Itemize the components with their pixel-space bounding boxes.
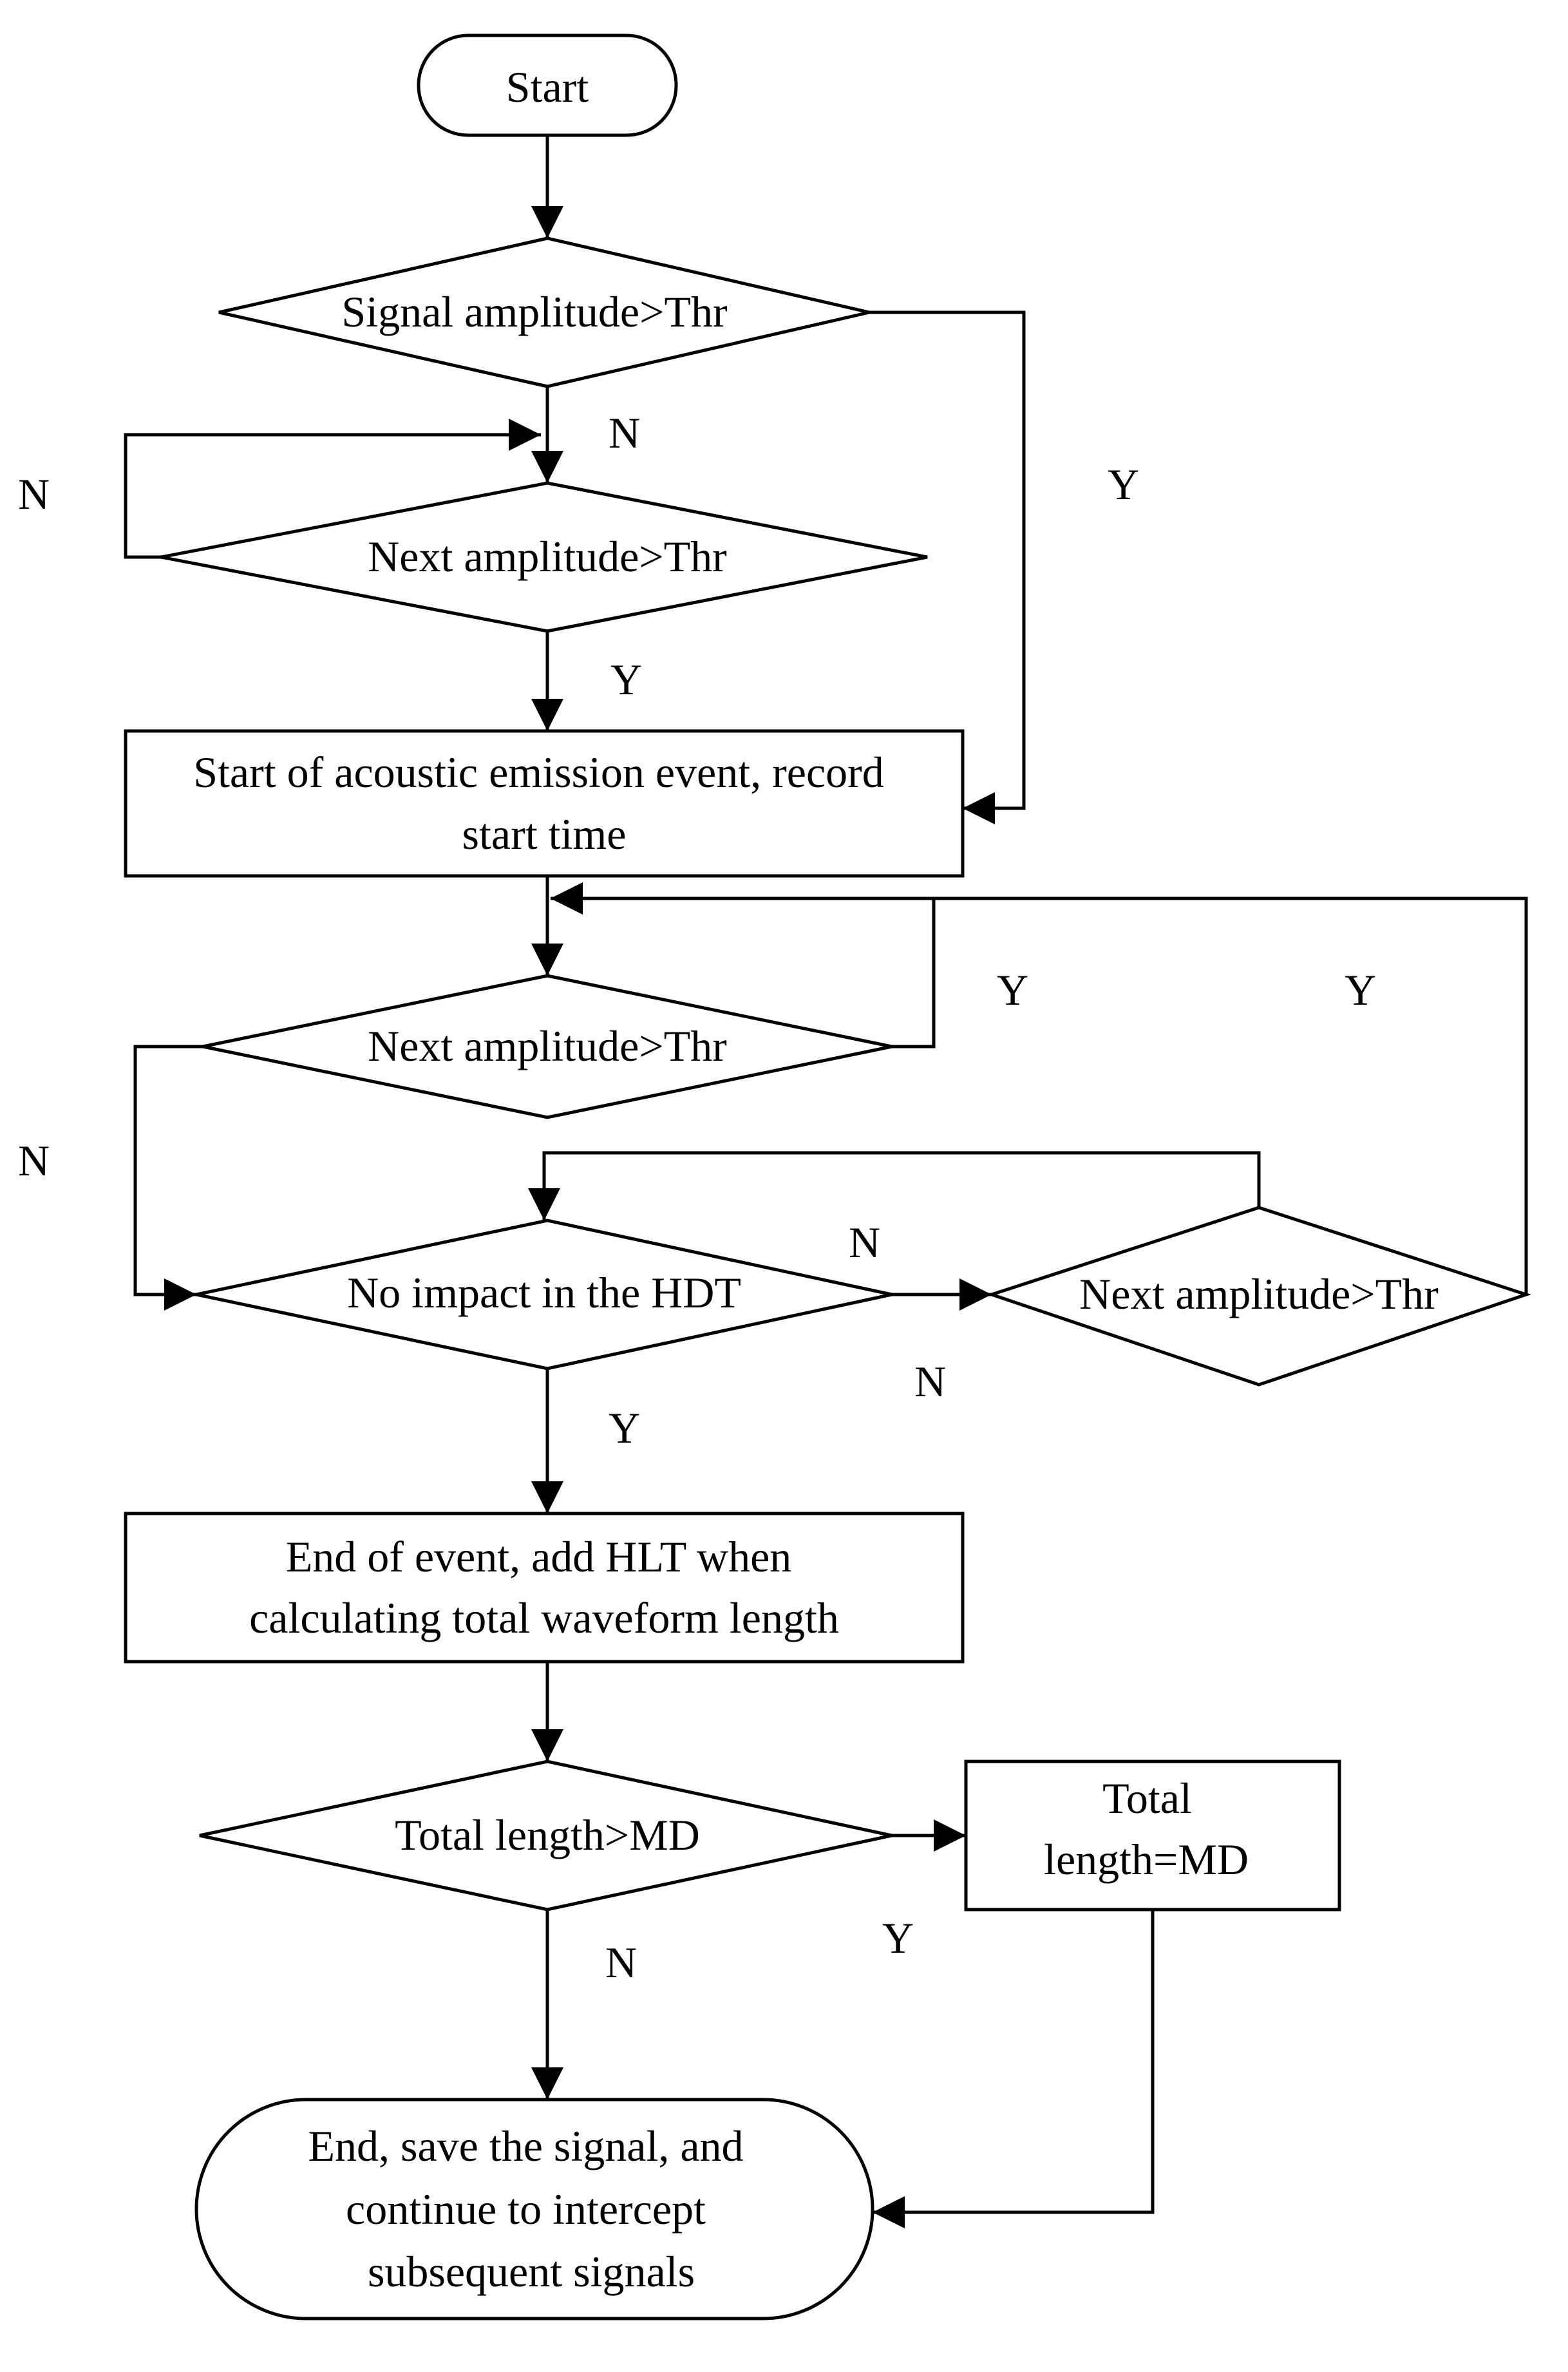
- label-signal-yes: Y: [1108, 460, 1139, 509]
- label-noimpact-no: N: [849, 1218, 880, 1267]
- decision-next-amplitude-1-label: Next amplitude>Thr: [368, 532, 727, 581]
- edge-next2-no: [133, 1045, 203, 1311]
- decision-no-impact-hdt: No impact in the HDT: [196, 1219, 893, 1371]
- decision-signal-amplitude-label: Signal amplitude>Thr: [341, 287, 728, 336]
- process-event-start-label: Start of acoustic emission event, record…: [193, 748, 895, 859]
- label-next1-yes: Y: [610, 655, 642, 704]
- process-event-end-label: End of event, add HLT when calculating t…: [249, 1532, 839, 1642]
- end-label: End, save the signal, and continue to in…: [308, 2121, 754, 2296]
- edge-next3-loop: [551, 882, 1528, 1295]
- label-next2-no: N: [18, 1136, 50, 1185]
- decision-next-amplitude-2-label: Next amplitude>Thr: [368, 1021, 727, 1070]
- decision-total-length-label: Total length>MD: [395, 1810, 700, 1859]
- process-event-start: Start of acoustic emission event, record…: [124, 729, 965, 878]
- label-noimpact-yes: Y: [609, 1403, 640, 1452]
- edge-next1-loop: [124, 419, 541, 559]
- edge-next3-no: [528, 1151, 1261, 1220]
- decision-no-impact-hdt-label: No impact in the HDT: [347, 1268, 741, 1317]
- end-node: End, save the signal, and continue to in…: [194, 2098, 874, 2320]
- process-total-length-set: Total length=MD: [964, 1760, 1341, 1912]
- edge-signal-yes: [869, 310, 1026, 824]
- start-node: Start: [417, 33, 678, 137]
- decision-next-amplitude-2: Next amplitude>Thr: [202, 974, 893, 1119]
- decision-next-amplitude-1: Next amplitude>Thr: [160, 481, 928, 633]
- decision-next-amplitude-3: Next amplitude>Thr: [987, 1206, 1531, 1387]
- branch-labels: Y N N Y Y Y N N N Y N Y: [18, 408, 1376, 1987]
- process-event-end: End of event, add HLT when calculating t…: [124, 1512, 965, 1664]
- decision-next-amplitude-3-label: Next amplitude>Thr: [1079, 1269, 1439, 1318]
- label-next2-loop-yes: Y: [997, 965, 1028, 1014]
- start-label: Start: [506, 62, 589, 111]
- edge-set-to-end: [873, 1910, 1155, 2228]
- decision-signal-amplitude: Signal amplitude>Thr: [218, 236, 870, 388]
- label-total-no: N: [605, 1938, 637, 1987]
- label-next1-loop-no: N: [18, 470, 50, 518]
- label-next3-loop-yes: Y: [1345, 965, 1376, 1014]
- process-total-length-set-label: Total length=MD: [1044, 1774, 1249, 1884]
- label-next3-no: N: [914, 1357, 946, 1406]
- label-total-yes: Y: [882, 1913, 914, 1962]
- connectors: [124, 135, 1528, 2228]
- label-signal-no: N: [609, 408, 640, 457]
- decision-total-length: Total length>MD: [199, 1760, 893, 1912]
